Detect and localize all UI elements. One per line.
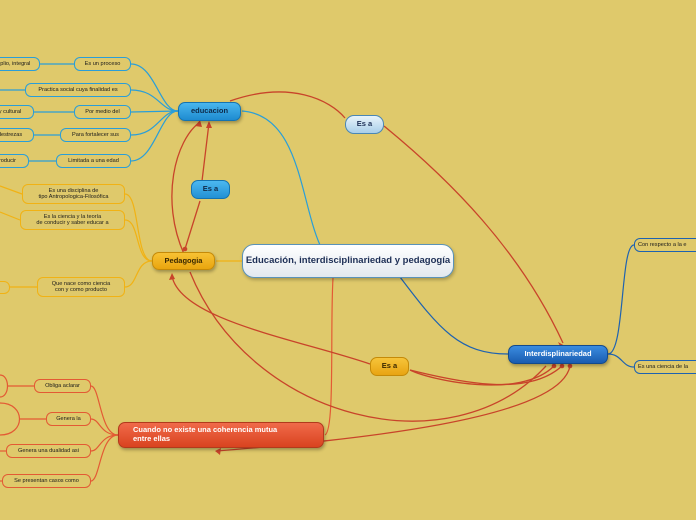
subtopic-educacion[interactable]: Por medio del xyxy=(74,105,131,119)
subtopic-interdisciplinariedad[interactable]: Es una ciencia de la xyxy=(634,360,696,374)
leaf-pedagogia[interactable] xyxy=(0,281,10,294)
leaf-educacion[interactable]: y cultural xyxy=(0,105,34,119)
subtopic-coherencia[interactable]: Genera una dualidad asi xyxy=(6,444,91,458)
subtopic-pedagogia[interactable]: Es la ciencia y la teoría de conducir y … xyxy=(20,210,125,230)
subtopic-coherencia[interactable]: Genera la xyxy=(46,412,91,426)
relation-es-a-bottom[interactable]: Es a xyxy=(370,357,409,376)
relation-es-a-top[interactable]: Es a xyxy=(345,115,384,134)
leaf-educacion[interactable]: destrezas xyxy=(0,128,34,142)
subtopic-pedagogia[interactable]: Es una disciplina de tipo Antropologica-… xyxy=(22,184,125,204)
subtopic-coherencia[interactable]: Obliga aclarar xyxy=(34,379,91,393)
topic-interdisciplinariedad[interactable]: Interdisplinariedad xyxy=(508,345,608,364)
branch-central-interdisciplinariedad xyxy=(399,276,509,355)
link-pedagogia-educacion xyxy=(184,122,210,250)
subtopic-educacion[interactable]: Limitada a una edad xyxy=(56,154,131,168)
subtopic-educacion[interactable]: Para fortalecer sus xyxy=(60,128,131,142)
topic-pedagogia[interactable]: Pedagogia xyxy=(152,252,215,270)
branch-central-coherencia xyxy=(324,277,334,436)
relation-es-a-left[interactable]: Es a xyxy=(191,180,230,199)
topic-educacion[interactable]: educacion xyxy=(178,102,241,121)
topic-coherencia[interactable]: Cuando no existe una coherencia mutua en… xyxy=(118,422,324,448)
subtopic-educacion[interactable]: Practica social cuya finalidad es xyxy=(25,83,131,97)
link-interdisciplinariedad-pedagogia-2 xyxy=(409,365,563,386)
subtopic-interdisciplinariedad[interactable]: Con respecto a la e xyxy=(634,238,696,252)
subtopic-coherencia[interactable]: Se presentan casos como xyxy=(2,474,91,488)
branch-educacion-sub xyxy=(130,63,179,112)
subtopic-pedagogia[interactable]: Que nace como ciencia con y como product… xyxy=(37,277,125,297)
link-pedagogia-interdisciplinariedad-low xyxy=(189,271,547,422)
leaf-educacion[interactable]: roducir xyxy=(0,154,29,168)
central-topic[interactable]: Educación, interdisciplinariedad y pedag… xyxy=(242,244,454,278)
leaf-educacion[interactable]: mplio, integral xyxy=(0,57,40,71)
link-educacion-interdisciplinariedad xyxy=(229,91,564,344)
subtopic-educacion[interactable]: Es un proceso xyxy=(74,57,131,71)
branch-central-educacion xyxy=(241,110,321,246)
link-interdisciplinariedad-pedagogia xyxy=(171,275,555,386)
link-pedagogia-educacion-curve xyxy=(171,121,201,255)
